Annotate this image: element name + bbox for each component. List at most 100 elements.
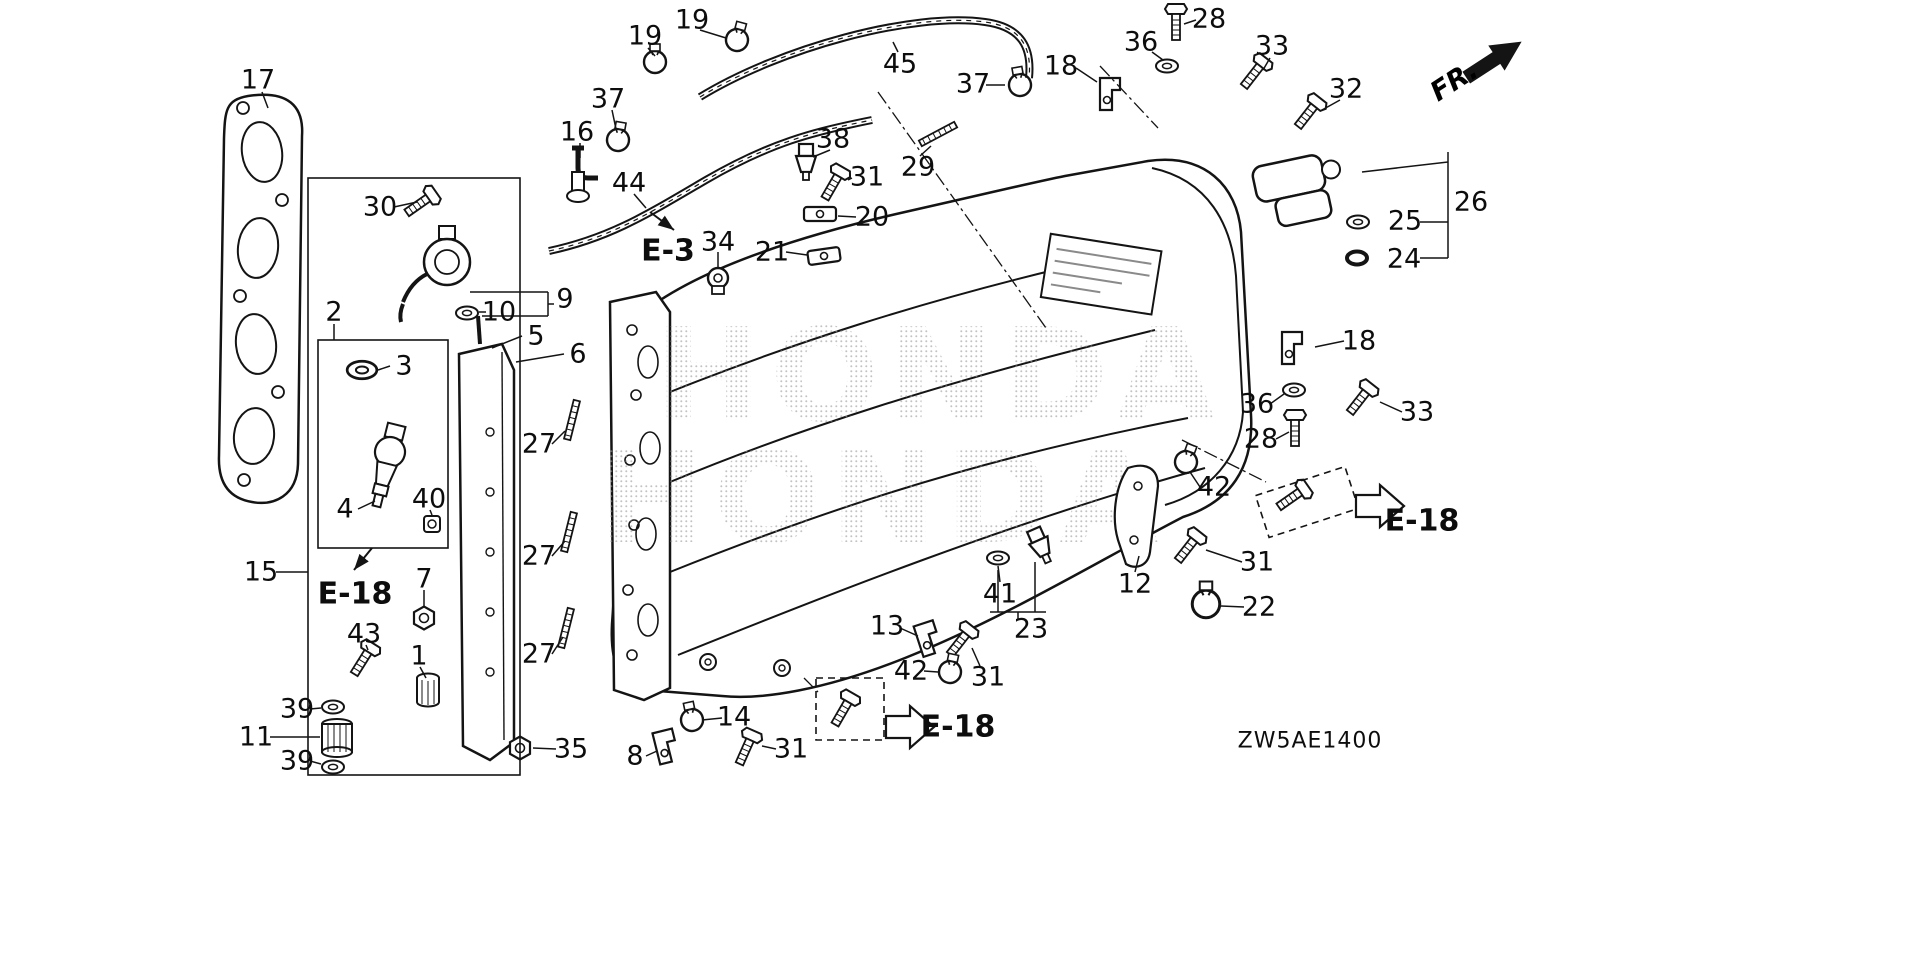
callout-label-23: 23	[1013, 613, 1049, 645]
callout-label-38: 38	[815, 123, 851, 155]
fuel-filter-11	[321, 718, 353, 758]
callout-label-27: 27	[521, 638, 557, 670]
callout-label-2: 2	[325, 296, 343, 328]
gasket-17	[217, 93, 304, 505]
callout-label-28: 28	[1191, 3, 1227, 35]
svg-text:HONDA: HONDA	[655, 302, 1223, 451]
fr-direction-label: FR.	[1425, 55, 1484, 108]
washer-icon	[455, 305, 479, 321]
stud-icon	[563, 398, 581, 442]
callout-label-18: 18	[1341, 325, 1377, 357]
bolt-icon	[399, 182, 444, 223]
callout-label-30: 30	[362, 191, 398, 223]
callout-label-19: 19	[674, 4, 710, 36]
reference-boxes	[307, 177, 1360, 776]
cap-icon	[423, 515, 441, 533]
callout-label-13: 13	[869, 610, 905, 642]
callout-label-26: 26	[1453, 186, 1489, 218]
stay-plate-icon	[802, 205, 838, 223]
callout-label-28: 28	[1243, 423, 1279, 455]
clamp-icon	[935, 650, 966, 687]
callout-label-17: 17	[240, 64, 276, 96]
bracket-icon	[1280, 330, 1304, 366]
bolt-icon	[1288, 90, 1330, 135]
callout-label-18: 18	[1043, 50, 1079, 82]
seal-ring-24	[1345, 249, 1369, 267]
clamp-icon	[676, 698, 707, 735]
callout-label-25: 25	[1387, 205, 1423, 237]
intake-manifold-body	[608, 158, 1253, 702]
callout-label-4: 4	[336, 493, 354, 525]
svg-text:HONDA: HONDA	[598, 424, 1166, 573]
leader-lines	[261, 19, 1449, 765]
callout-label-14: 14	[716, 701, 752, 733]
callout-label-16: 16	[559, 116, 595, 148]
callout-label-9: 9	[556, 283, 574, 315]
callout-label-42: 42	[893, 655, 929, 687]
callout-label-29: 29	[900, 151, 936, 183]
callout-label-19: 19	[627, 20, 663, 52]
bracket-icon	[1098, 76, 1122, 112]
callout-label-33: 33	[1399, 396, 1435, 428]
pressure-regulator	[398, 225, 472, 323]
callout-label-20: 20	[854, 201, 890, 233]
callout-label-37: 37	[590, 83, 626, 115]
bolt-icon	[1340, 376, 1382, 421]
callout-label-27: 27	[521, 428, 557, 460]
callout-label-22: 22	[1241, 591, 1277, 623]
reference-label-e-18: E-18	[920, 709, 996, 745]
callout-label-39: 39	[279, 693, 315, 725]
bolt-icon	[1283, 409, 1307, 447]
fuel-pipe-16	[566, 145, 598, 203]
callout-label-3: 3	[395, 350, 413, 382]
stay-plate-icon	[806, 245, 842, 267]
stud-icon	[560, 510, 578, 554]
iac-valve-26	[1251, 154, 1342, 228]
bolt-icon	[824, 686, 864, 732]
callout-label-45: 45	[882, 48, 918, 80]
reference-label-e-3: E-3	[641, 233, 695, 269]
fuel-rail	[457, 315, 516, 762]
callout-label-24: 24	[1386, 243, 1422, 275]
diagram-code: ZW5AE1400	[1237, 728, 1383, 754]
clamp-icon	[604, 119, 634, 154]
callout-label-10: 10	[481, 296, 517, 328]
fr-arrow: FR.	[1425, 41, 1522, 108]
nut-icon	[412, 605, 436, 631]
callout-label-33: 33	[1254, 30, 1290, 62]
fuel-hose-44	[548, 116, 873, 255]
chain-lines	[803, 65, 1267, 693]
washer-icon	[1346, 214, 1370, 230]
callout-label-36: 36	[1123, 26, 1159, 58]
reference-label-e-18: E-18	[317, 576, 393, 612]
stud-icon	[917, 120, 959, 148]
callout-label-12: 12	[1117, 568, 1153, 600]
callout-label-1: 1	[410, 640, 428, 672]
washer-icon	[1155, 58, 1179, 74]
bracket-icon	[651, 727, 681, 766]
clamp-icon	[722, 18, 754, 55]
callout-label-37: 37	[955, 68, 991, 100]
callout-label-44: 44	[611, 167, 647, 199]
callout-label-31: 31	[1239, 546, 1275, 578]
callout-label-36: 36	[1239, 388, 1275, 420]
callout-label-31: 31	[773, 733, 809, 765]
seal-ring-icon	[345, 359, 379, 381]
bolt-icon	[1164, 3, 1188, 41]
fuel-hose-45	[697, 16, 1034, 101]
callout-label-31: 31	[849, 161, 885, 193]
washer-icon	[321, 699, 345, 715]
callout-label-34: 34	[700, 226, 736, 258]
washer-icon	[986, 550, 1010, 566]
bracket-12	[1113, 464, 1160, 568]
washer-icon	[321, 759, 345, 775]
callout-label-6: 6	[569, 338, 587, 370]
washer-icon	[1282, 382, 1306, 398]
spacer-icon	[416, 672, 440, 708]
reference-label-e-18: E-18	[1384, 503, 1460, 539]
callout-label-41: 41	[982, 578, 1018, 610]
callout-label-15: 15	[243, 556, 279, 588]
callout-label-39: 39	[279, 745, 315, 777]
